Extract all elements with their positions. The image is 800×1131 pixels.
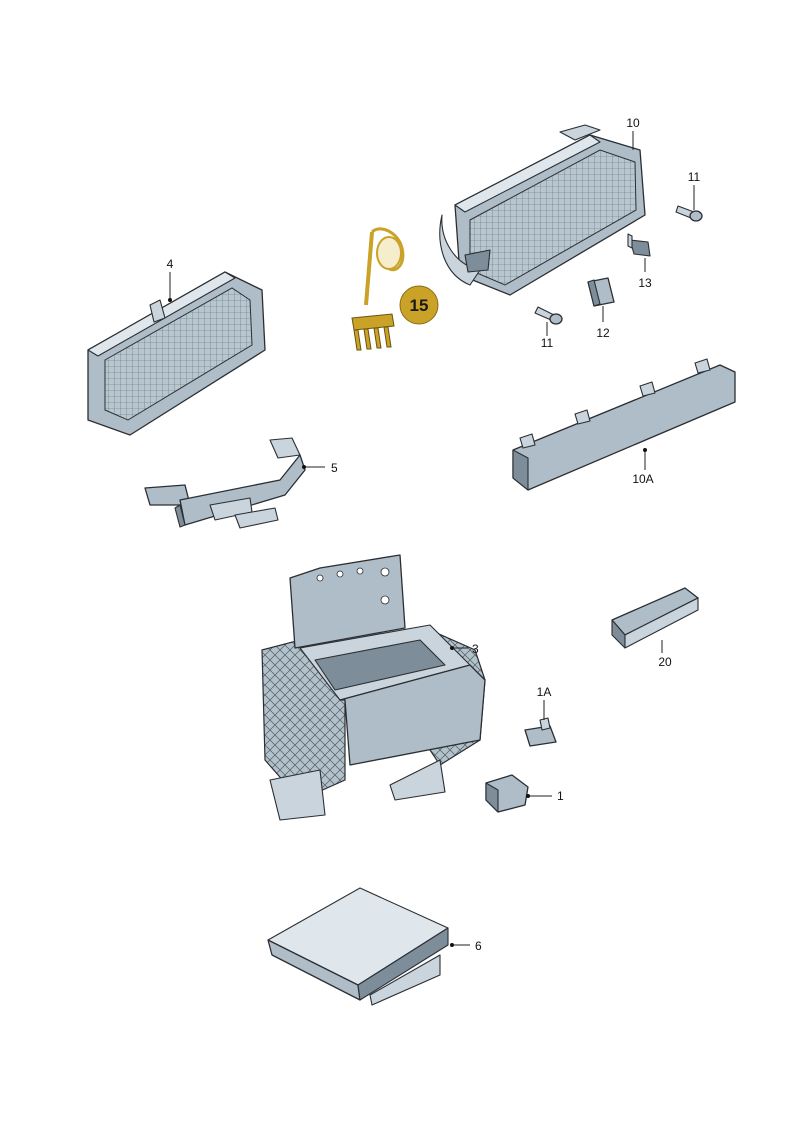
part-5-bracket bbox=[144, 437, 306, 529]
part-10a-cover bbox=[512, 358, 736, 491]
callout-10[interactable]: 10 bbox=[626, 116, 640, 130]
callout-11-bottom[interactable]: 11 bbox=[541, 336, 554, 350]
callout-labels: 10 11 13 12 11 4 5 10A 3 20 1A 1 6 bbox=[167, 116, 701, 953]
callout-5[interactable]: 5 bbox=[331, 461, 338, 475]
part-20-clip bbox=[611, 587, 699, 649]
part-12-relay bbox=[587, 277, 615, 307]
callout-13[interactable]: 13 bbox=[638, 276, 652, 290]
leader-lines bbox=[168, 131, 695, 947]
callout-3[interactable]: 3 bbox=[472, 642, 479, 656]
part-11-screw-bottom bbox=[534, 306, 563, 325]
callout-6[interactable]: 6 bbox=[475, 939, 482, 953]
callout-12[interactable]: 12 bbox=[596, 326, 610, 340]
callout-1a[interactable]: 1A bbox=[537, 685, 552, 699]
part-1-relay bbox=[485, 774, 529, 813]
part-3-carrier bbox=[261, 554, 486, 821]
callout-20[interactable]: 20 bbox=[658, 655, 672, 669]
part-4-connector-housing bbox=[87, 271, 266, 436]
part-1a-relay bbox=[524, 717, 557, 747]
callout-1[interactable]: 1 bbox=[557, 789, 564, 803]
part-11-screw-top bbox=[675, 205, 703, 222]
part-15-terminal-highlight: 15 bbox=[351, 227, 439, 351]
part-6-lid bbox=[267, 887, 449, 1006]
highlight-badge[interactable] bbox=[399, 285, 439, 325]
highlight-badge-label: 15 bbox=[410, 296, 429, 315]
part-10-fuse-holder bbox=[439, 124, 646, 296]
part-13-fuse bbox=[627, 233, 651, 257]
callout-11-top[interactable]: 11 bbox=[688, 170, 701, 184]
callout-4[interactable]: 4 bbox=[167, 257, 174, 271]
callout-10a[interactable]: 10A bbox=[632, 472, 653, 486]
